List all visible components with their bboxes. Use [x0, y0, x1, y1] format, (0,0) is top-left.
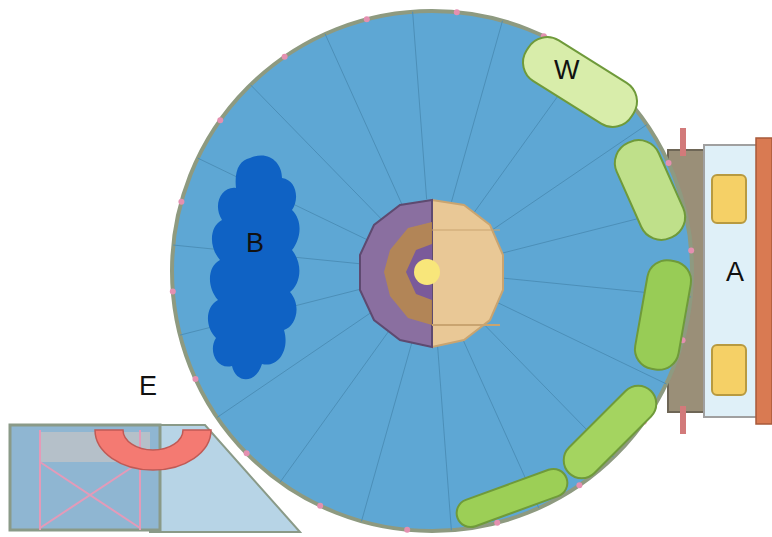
- rim-mark: [317, 503, 323, 509]
- rim-mark: [666, 160, 672, 166]
- rim-mark: [454, 9, 460, 15]
- rim-mark: [217, 117, 223, 123]
- part-label: B: [246, 230, 264, 257]
- sector-line: [413, 12, 427, 199]
- tank-sectors: [173, 12, 690, 531]
- rim-mark: [494, 520, 500, 526]
- rim-mark: [244, 450, 250, 456]
- part-label: A: [726, 259, 744, 286]
- sector-line: [452, 21, 503, 202]
- b-region: [208, 155, 300, 379]
- rim-mark: [404, 527, 410, 533]
- rim-mark: [170, 289, 176, 295]
- sector-line: [362, 340, 413, 521]
- rim-mark: [178, 199, 184, 205]
- part-label: W: [554, 57, 579, 84]
- rim-mark: [282, 54, 288, 60]
- green-pods: [453, 29, 695, 531]
- sector-line: [325, 34, 402, 205]
- rim-mark: [364, 16, 370, 22]
- sector-line: [280, 329, 390, 482]
- rim-mark: [192, 376, 198, 382]
- rim-marks: [170, 9, 694, 533]
- rim-mark: [688, 247, 694, 253]
- center-hub: [360, 200, 503, 347]
- rim-mark: [576, 482, 582, 488]
- part-label: E: [139, 373, 157, 400]
- sector-line: [437, 343, 451, 530]
